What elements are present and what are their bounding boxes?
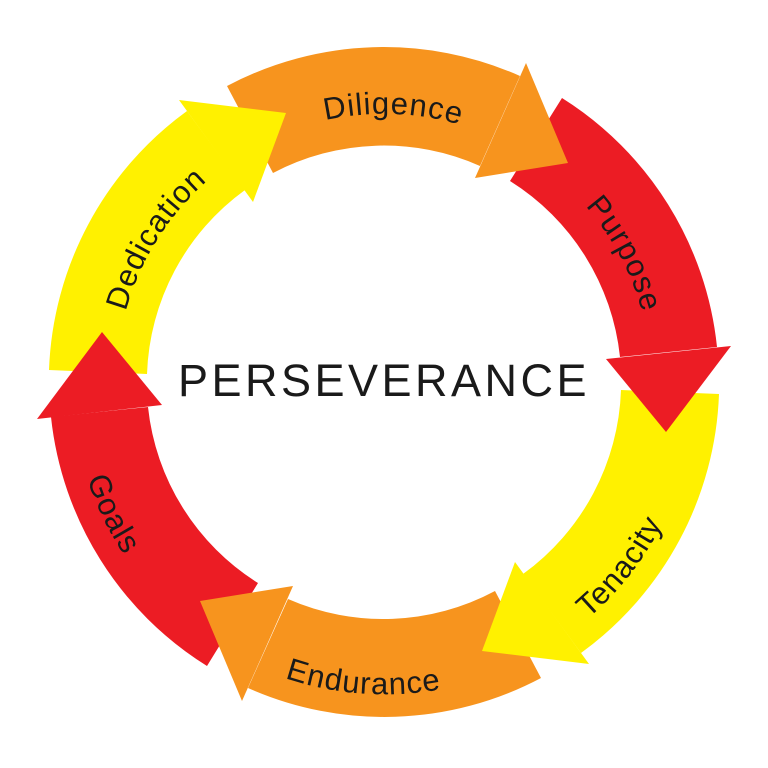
segment-arrowhead-purpose (606, 346, 731, 432)
segment-body-endurance (248, 591, 541, 717)
segment-arrowhead-diligence (475, 63, 568, 178)
segment-body-tenacity (523, 390, 719, 653)
segment-arrowhead-tenacity (482, 562, 589, 664)
segment-arrowhead-dedication (179, 100, 286, 202)
segment-arrowhead-endurance (200, 586, 293, 701)
center-title: PERSEVERANCE (178, 355, 590, 406)
segment-body-diligence (227, 47, 520, 173)
segment-body-dedication (49, 111, 245, 374)
segment-arrowhead-goals (37, 332, 162, 419)
